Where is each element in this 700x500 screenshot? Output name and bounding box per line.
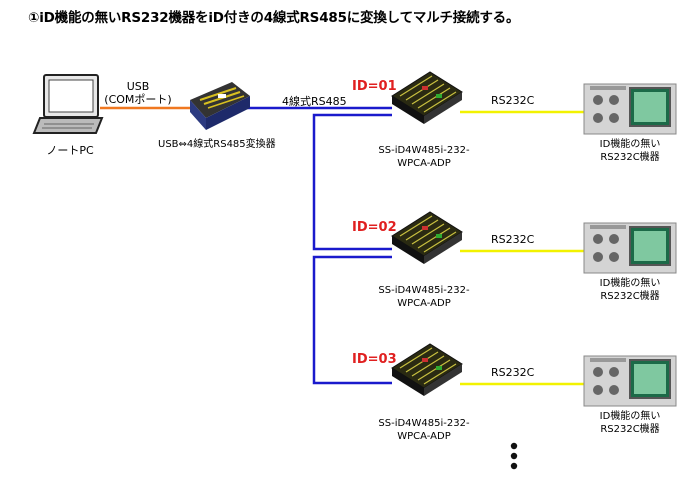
rs232-lines (460, 110, 584, 386)
rs232-device-icon (583, 355, 677, 407)
rs485-bus-label: 4線式RS485 (282, 95, 347, 108)
laptop-icon (32, 74, 104, 134)
equipment-label: ID機能の無い RS232C機器 (580, 138, 680, 164)
equipment-line2: RS232C機器 (600, 424, 660, 435)
rs232-link-label: RS232C (491, 94, 535, 107)
circuit-board-icon (391, 71, 463, 124)
usb-converter-icon (190, 82, 250, 130)
pc-label: ノートPC (46, 144, 94, 157)
adapter-model-line2: WPCA-ADP (397, 431, 451, 442)
rs485-bus (240, 106, 392, 385)
node-id-label: ID=02 (352, 220, 397, 235)
usb-link-label: USB (COMポート) (98, 80, 178, 106)
equipment-line2: RS232C機器 (600, 291, 660, 302)
usb-link-line1: USB (126, 80, 150, 93)
adapter-model-label: SS-iD4W485i-232- WPCA-ADP (360, 284, 488, 310)
equipment-line2: RS232C機器 (600, 152, 660, 163)
adapter-model-line1: SS-iD4W485i-232- (378, 285, 470, 296)
rs232-link-label: RS232C (491, 366, 535, 379)
node-id-label: ID=03 (352, 352, 397, 367)
adapter-model-line2: WPCA-ADP (397, 298, 451, 309)
vertical-ellipsis-icon (510, 442, 518, 470)
rs232-device-icon (583, 222, 677, 274)
circuit-board-icon (391, 211, 463, 264)
equipment-label: ID機能の無い RS232C機器 (580, 410, 680, 436)
converter-label: USB⇔4線式RS485変換器 (158, 139, 276, 150)
adapter-model-label: SS-iD4W485i-232- WPCA-ADP (360, 417, 488, 443)
circuit-board-icon (391, 343, 463, 396)
equipment-line1: ID機能の無い (599, 278, 661, 289)
rs232-device-icon (583, 83, 677, 135)
adapter-model-line1: SS-iD4W485i-232- (378, 418, 470, 429)
page-title: ①iD機能の無いRS232機器をiD付きの4線式RS485に変換してマルチ接続す… (28, 10, 520, 26)
adapter-model-line1: SS-iD4W485i-232- (378, 145, 470, 156)
equipment-line1: ID機能の無い (599, 139, 661, 150)
equipment-line1: ID機能の無い (599, 411, 661, 422)
usb-link-line2: (COMポート) (104, 93, 172, 106)
equipment-label: ID機能の無い RS232C機器 (580, 277, 680, 303)
adapter-model-label: SS-iD4W485i-232- WPCA-ADP (360, 144, 488, 170)
rs232-link-label: RS232C (491, 233, 535, 246)
node-id-label: ID=01 (352, 79, 397, 94)
adapter-model-line2: WPCA-ADP (397, 158, 451, 169)
